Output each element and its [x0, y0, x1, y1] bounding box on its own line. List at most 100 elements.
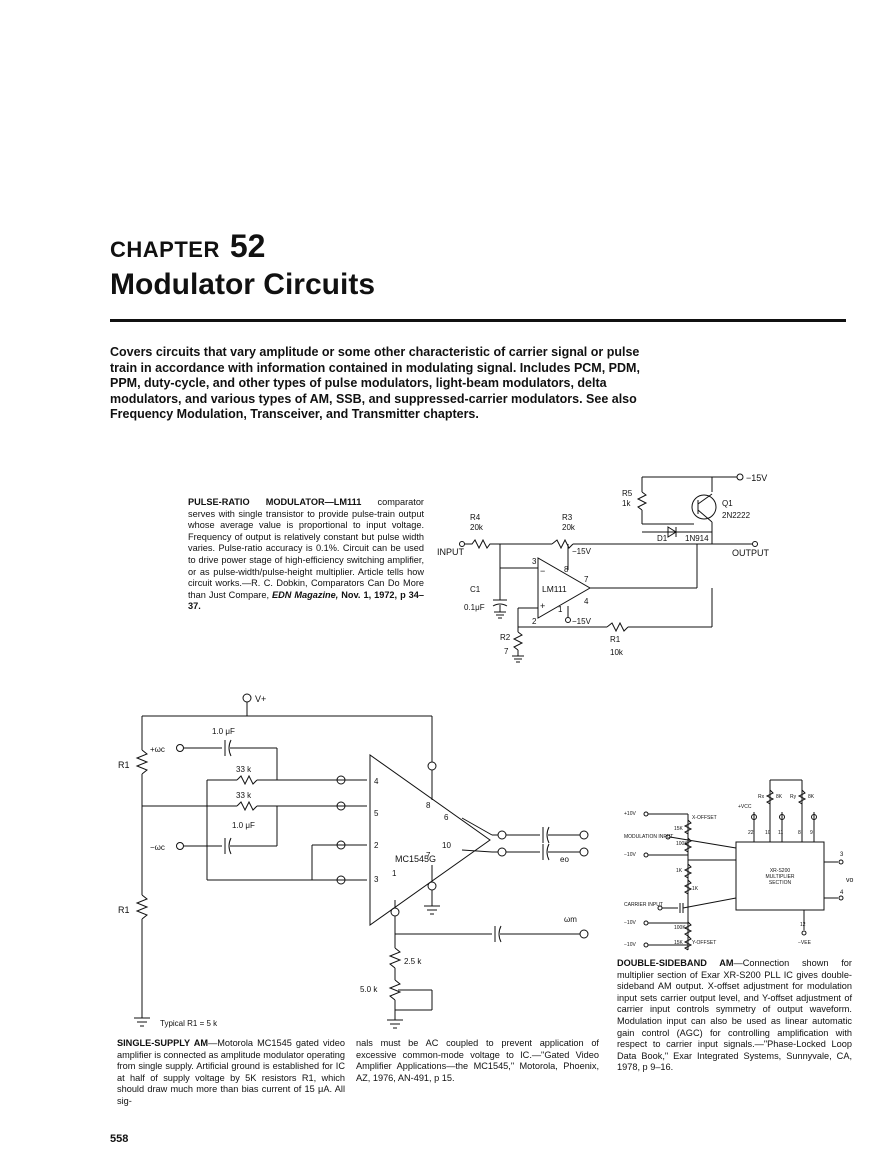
label-yoffset: Y-OFFSET	[692, 940, 716, 946]
pin-4: 4	[374, 777, 379, 786]
label-xoffset: X-OFFSET	[692, 815, 717, 821]
label-ic: MC1545G	[395, 854, 436, 864]
label-vneg-top: −15V	[746, 473, 767, 483]
resistor-rx	[765, 789, 775, 805]
label-mod-input: MODULATION INPUT	[624, 834, 673, 840]
caption-single-supply-am-continued: nals must be AC coupled to prevent appli…	[356, 1038, 599, 1083]
label-ic-line1: XR-S200	[770, 868, 791, 874]
label-m10v-1: −10V	[624, 852, 636, 858]
resistor-2-5k	[388, 947, 402, 969]
label-eo: eo	[560, 855, 569, 864]
label-r50: 5.0 k	[360, 985, 378, 994]
chapter-word: CHAPTER	[110, 237, 220, 262]
label-m10v-2: −10V	[624, 920, 636, 926]
label-c-top: 1.0 μF	[212, 727, 235, 736]
label-r15k-2: 15K	[674, 940, 684, 946]
label-vplus: V+	[255, 694, 266, 704]
label-c-mid: 1.0 μF	[232, 821, 255, 830]
label-wc-plus: +ωc	[150, 745, 165, 754]
label-r100k-2: 100K	[674, 925, 686, 931]
resistor-100k-2	[683, 921, 693, 937]
label-r33b: 33 k	[236, 791, 252, 800]
chapter-intro: Covers circuits that vary amplitude or s…	[110, 345, 640, 421]
resistor-r3	[551, 538, 574, 550]
label-ic-line3: SECTION	[769, 880, 792, 886]
amplifier-mc1545g	[369, 754, 491, 926]
pin-8: 8	[564, 565, 569, 574]
resistor-15k-2	[683, 935, 693, 951]
label-q1: Q1	[722, 499, 733, 508]
pulse-ratio-modulator-schematic: −15V R5 1k Q1 2N2222 D1 1N914 OUTPUT R4 …	[437, 473, 770, 663]
label-r4: R4	[470, 513, 481, 522]
label-d1-part: 1N914	[685, 534, 709, 543]
pin-3: 3	[840, 852, 844, 858]
pin-4: 4	[584, 597, 589, 606]
label-r1-bottom: R1	[118, 905, 130, 915]
caption-pulse-ratio-modulator: PULSE-RATIO MODULATOR—LM111 comparator s…	[188, 497, 424, 613]
label-q1-part: 2N2222	[722, 511, 751, 520]
label-vcc: +VCC	[738, 804, 752, 810]
label-plus: +	[540, 601, 545, 611]
pin-4: 4	[840, 890, 844, 896]
label-typical-r1: Typical R1 = 5 k	[160, 1019, 218, 1028]
label-r5-value: 1k	[622, 499, 631, 508]
pin-8: 8	[798, 830, 801, 836]
pin-11: 11	[778, 830, 783, 836]
caption-heading: SINGLE-SUPPLY AM	[117, 1038, 209, 1048]
resistor-r5	[636, 491, 648, 511]
label-r8k-2: 8K	[808, 794, 815, 800]
caption-body: —Connection shown for multiplier section…	[617, 958, 852, 1073]
resistor-1k-2	[683, 879, 693, 895]
resistor-33k-a	[236, 774, 258, 786]
resistor-15k-1	[683, 819, 693, 835]
chapter-title: Modulator Circuits	[110, 268, 376, 301]
caption-double-sideband-am: DOUBLE-SIDEBAND AM—Connection shown for …	[617, 958, 852, 1074]
potentiometer-5k	[388, 979, 402, 1001]
header-rule	[110, 319, 846, 322]
double-sideband-am-schematic: XR-S200 MULTIPLIER SECTION Rx 8K Ry 8K +…	[624, 779, 854, 951]
pin-10: 10	[765, 830, 771, 836]
pin-7: 7	[584, 575, 589, 584]
comparator-lm111	[537, 557, 592, 619]
caption-tail: Nov. 1, 1972, p 34–37.	[188, 589, 424, 612]
caption-body: comparator serves with single transistor…	[188, 497, 424, 600]
pin-3: 3	[374, 875, 379, 884]
label-r33a: 33 k	[236, 765, 252, 774]
caption-body: —Motorola MC1545 gated video amplifier i…	[117, 1038, 345, 1106]
label-vo: vo	[846, 877, 854, 884]
pin-7: 7	[426, 851, 431, 860]
pin-3: 3	[532, 557, 537, 566]
label-rx: Rx	[758, 794, 765, 800]
resistor-r2	[512, 631, 524, 651]
pin-6: 6	[444, 813, 449, 822]
pin-2: 2	[374, 841, 379, 850]
caption-single-supply-am: SINGLE-SUPPLY AM—Motorola MC1545 gated v…	[117, 1038, 345, 1108]
label-m10v-3: −10V	[624, 942, 636, 948]
pin-1: 1	[392, 869, 397, 878]
label-ic: LM111	[542, 584, 567, 594]
label-r15k-1: 15K	[674, 826, 684, 832]
label-r1-top: R1	[118, 760, 130, 770]
label-ic-line2: MULTIPLIER	[765, 874, 794, 880]
label-input: INPUT	[437, 547, 465, 557]
resistor-r1-bottom	[135, 894, 149, 920]
label-r3-value: 20k	[562, 523, 576, 532]
label-d1: D1	[657, 534, 668, 543]
label-r3: R3	[562, 513, 573, 522]
pin-22: 22	[748, 830, 754, 836]
pin-12: 12	[800, 922, 806, 928]
resistor-33k-b	[236, 800, 258, 812]
ic-xr-s200	[735, 841, 825, 911]
label-r25: 2.5 k	[404, 957, 422, 966]
label-c1: C1	[470, 585, 481, 594]
pin-9: 9	[810, 830, 813, 836]
label-ry: Ry	[790, 794, 797, 800]
label-r1-value: 10k	[610, 648, 624, 657]
transistor-q1	[691, 494, 717, 520]
caption-source: EDN Magazine,	[272, 589, 339, 600]
caption-heading: PULSE-RATIO MODULATOR—LM111	[188, 497, 362, 507]
single-supply-am-schematic: V+ R1 R1 Typical R1 = 5 k +ωc 1.0 μF 33 …	[118, 693, 589, 1029]
pin-8: 8	[426, 801, 431, 810]
label-wc-minus: −ωc	[150, 843, 165, 852]
